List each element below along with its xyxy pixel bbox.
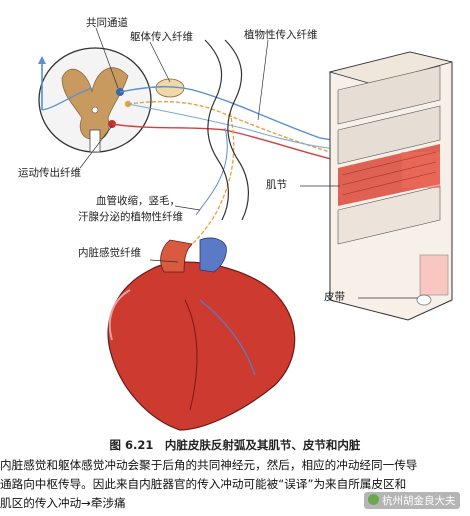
- description-line: 通路向中枢传导。因此来自内脏器官的传入冲动可能被“误译”为来自所属皮区和: [0, 477, 407, 491]
- spinal-cord: [38, 47, 152, 153]
- aorta: [160, 239, 193, 273]
- vascular-autonomic-fiber: [195, 127, 228, 216]
- watermark: 杭州胡金良大夫: [364, 492, 460, 509]
- figure-caption: 图 6.21 内脏皮肤反射弧及其肌节、皮节和内脏: [109, 438, 361, 452]
- description-line: 肌区的传入冲动→牵涉痛: [0, 496, 126, 510]
- grey-matter: [61, 67, 129, 140]
- label-autonomic-line2: 汗腺分泌的植物性纤维: [78, 210, 183, 223]
- central-canal: [91, 106, 99, 114]
- ascending-arrow: [38, 56, 93, 111]
- label-motor-efferent: 运动传出纤维: [18, 166, 81, 179]
- label-visceral-sensory: 内脏感觉纤维: [78, 246, 141, 259]
- description-line: 内脏感觉和躯体感觉冲动会聚于后角的共同神经元，然后，相应的冲动经同一传导: [0, 458, 418, 472]
- wechat-icon: [368, 494, 379, 505]
- sympathetic-chain: [204, 39, 229, 221]
- heart: [107, 237, 296, 431]
- label-autonomic-line1: 血管收缩，竖毛，: [96, 194, 180, 207]
- pulmonary-artery: [199, 237, 227, 273]
- figure-description: 内脏感觉和躯体感觉冲动会聚于后角的共同神经元，然后，相应的冲动经同一传导 通路向…: [0, 456, 470, 513]
- autonomic-fiber: [127, 103, 346, 151]
- label-myotome: 肌节: [266, 179, 287, 191]
- somatic-afferent-fiber: [119, 86, 401, 153]
- muscle-skin-block: [328, 51, 453, 321]
- label-somatic-afferent: 躯体传入纤维: [130, 30, 193, 43]
- nerve-fibers: [111, 86, 411, 300]
- dermatome-band: [419, 254, 449, 296]
- watermark-text: 杭州胡金良大夫: [382, 495, 456, 507]
- visceral-afferent-fiber: [127, 100, 401, 171]
- label-common-interneuron: 共同通道: [86, 16, 128, 29]
- reflex-arc-diagram: 共同通道 躯体传入纤维 植物性传入纤维 运动传出纤维 血管收缩，竖毛， 汗腺分泌…: [18, 16, 453, 431]
- label-dermatome: 皮带: [324, 290, 345, 303]
- label-visceral-afferent-top: 植物性传入纤维: [244, 28, 318, 41]
